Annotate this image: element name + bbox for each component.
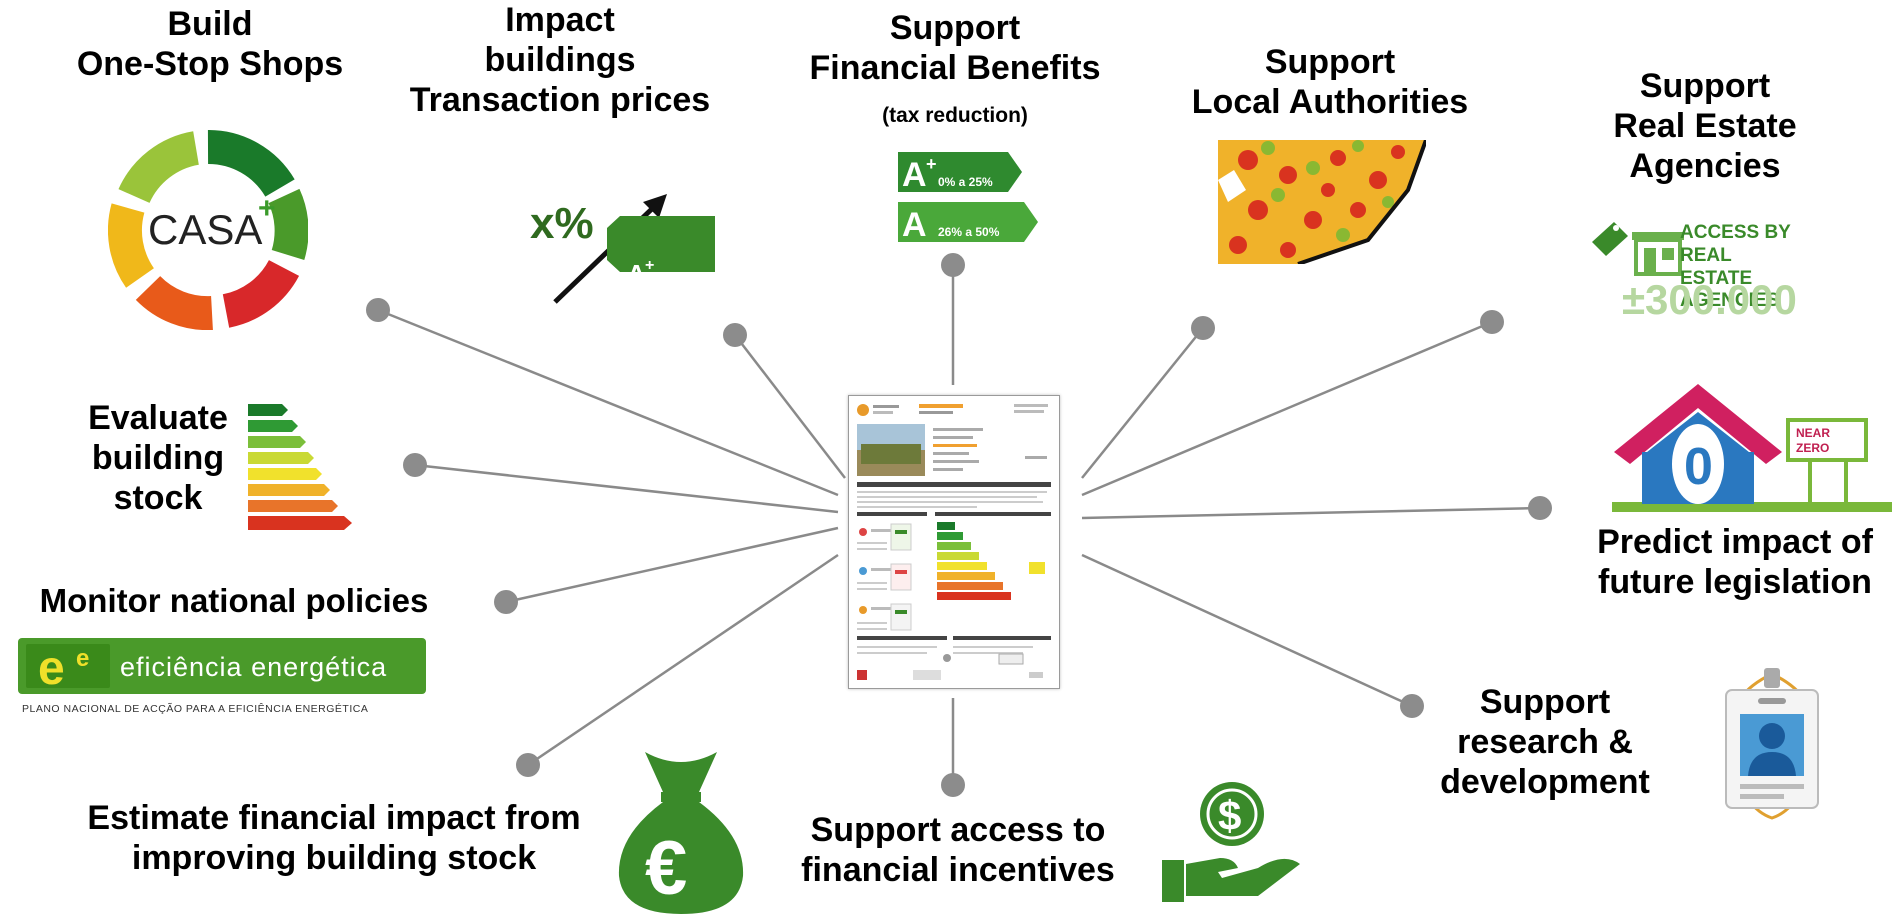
ee-logo-sup: e <box>76 645 89 672</box>
predict-line2: future legislation <box>1598 563 1872 602</box>
predict-line1: Predict impact of <box>1597 523 1873 561</box>
node-dot-real-estate <box>1480 310 1504 334</box>
tax-row1-range: 0% a 25% <box>938 175 993 189</box>
node-dot-access <box>941 773 965 797</box>
municipality-map-icon <box>1218 139 1428 266</box>
dollar-sign: $ <box>1218 792 1241 839</box>
node-dot-predict <box>1528 496 1552 520</box>
casa-plus-logo-icon: CASA + <box>107 129 309 331</box>
price-increase-arrow-icon: x% A + <box>525 190 725 310</box>
label-build-one-stop-shops: Build One-Stop Shops <box>55 4 365 84</box>
a-plus-sup: + <box>645 257 654 274</box>
impact-line1: Impact <box>505 1 615 39</box>
tax-reduction-labels-icon: A + 0% a 25% A 26% a 50% <box>898 150 1038 246</box>
benefits-line2: Financial Benefits <box>809 49 1101 88</box>
local-line1: Support <box>1264 43 1396 81</box>
ee-logo-letter: e <box>38 642 65 695</box>
agencies-line2: ESTATE AGENCIES <box>1680 267 1780 312</box>
eficiencia-energetica-logo-icon: e e eficiência energética PLANO NACIONAL… <box>18 636 426 718</box>
research-line2: research & <box>1457 723 1633 762</box>
label-support-real-estate-agencies: Support Real Estate Agencies <box>1570 66 1840 186</box>
label-monitor-national-policies: Monitor national policies <box>39 582 429 619</box>
real-estate-line1: Support <box>1639 67 1771 105</box>
tax-row1-letter: A <box>902 156 927 194</box>
connector-evaluate <box>414 463 839 514</box>
access-line1: Support access to <box>810 811 1106 849</box>
near-zero-line1: NEAR <box>1796 426 1830 440</box>
node-dot-one-stop <box>366 298 390 322</box>
label-evaluate-building-stock: Evaluate building stock <box>58 398 258 518</box>
ee-sub: PLANO NACIONAL DE ACÇÃO PARA A EFICIÊNCI… <box>22 702 368 715</box>
near-zero-line2: ZERO <box>1796 441 1829 455</box>
label-predict-impact-future-legislation: Predict impact of future legislation <box>1570 522 1900 602</box>
impact-line2: buildings <box>484 41 636 80</box>
node-dot-benefits <box>941 253 965 277</box>
real-estate-line3: Agencies <box>1629 147 1781 186</box>
x-percent-text: x% <box>530 199 594 248</box>
casa-text: CASA <box>148 206 262 253</box>
certificate-page-icon <box>857 404 1051 680</box>
connector-predict <box>1081 506 1541 520</box>
near-zero-house-icon: 0 NEAR ZERO <box>1612 380 1892 512</box>
tax-reduction-note: (tax reduction) <box>882 104 1028 127</box>
evaluate-line2: building <box>91 439 225 478</box>
researcher-badge-icon <box>1712 668 1832 820</box>
label-support-research-development: Support research & development <box>1415 682 1675 802</box>
node-dot-monitor <box>494 590 518 614</box>
local-line2: Local Authorities <box>1191 83 1469 122</box>
real-estate-storefront-icon <box>1588 218 1688 278</box>
euro-sign: € <box>645 826 687 911</box>
euro-money-bag-icon: € <box>615 744 747 916</box>
ee-name: eficiência energética <box>120 652 387 682</box>
connector-real-estate <box>1081 320 1493 497</box>
agencies-count: ±300.000 <box>1622 276 1797 323</box>
estimate-line1: Estimate financial impact from <box>87 799 581 837</box>
node-dot-evaluate <box>403 453 427 477</box>
label-support-access-financial-incentives: Support access to financial incentives <box>778 810 1138 890</box>
connector-one-stop-shops <box>377 308 839 497</box>
label-impact-transaction-prices: Impact buildings Transaction prices <box>385 0 735 120</box>
connector-estimate <box>527 553 839 767</box>
connector-monitor <box>505 526 839 604</box>
energy-rating-scale-icon <box>248 402 358 536</box>
agencies-text-block: ACCESS BY REAL ESTATE AGENCIES <box>1680 222 1840 313</box>
connector-local-authorities <box>1081 327 1204 479</box>
access-line2: financial incentives <box>801 851 1115 890</box>
connector-transaction-prices <box>734 334 846 479</box>
label-estimate-financial-impact: Estimate financial impact from improving… <box>44 798 624 878</box>
energy-certificate-document <box>848 395 1060 689</box>
a-plus-letter: A <box>627 259 646 289</box>
label-support-local-authorities: Support Local Authorities <box>1165 42 1495 122</box>
casa-plus-sign: + <box>258 192 276 225</box>
one-stop-line1: Build <box>167 5 253 43</box>
impact-line3: Transaction prices <box>409 81 711 120</box>
connector-research <box>1081 553 1413 708</box>
research-line1: Support <box>1479 683 1611 721</box>
node-dot-estimate <box>516 753 540 777</box>
house-digit: 0 <box>1684 438 1713 496</box>
research-line3: development <box>1440 763 1650 802</box>
node-dot-prices <box>723 323 747 347</box>
evaluate-line1: Evaluate <box>88 399 228 437</box>
tax-row2-range: 26% a 50% <box>938 225 1000 239</box>
benefits-line1: Support <box>889 9 1021 47</box>
hand-dollar-coin-icon: $ <box>1162 778 1302 906</box>
real-estate-line2: Real Estate <box>1613 107 1797 146</box>
node-dot-research <box>1400 694 1424 718</box>
tax-row1-sup: + <box>926 154 937 174</box>
estimate-line2: improving building stock <box>131 839 537 878</box>
one-stop-line2: One-Stop Shops <box>76 45 344 84</box>
label-support-financial-benefits: Support Financial Benefits <box>775 8 1135 88</box>
node-dot-local <box>1191 316 1215 340</box>
agencies-line1: ACCESS BY REAL <box>1680 222 1791 266</box>
evaluate-line3: stock <box>113 479 203 518</box>
tax-row2-letter: A <box>902 206 927 244</box>
